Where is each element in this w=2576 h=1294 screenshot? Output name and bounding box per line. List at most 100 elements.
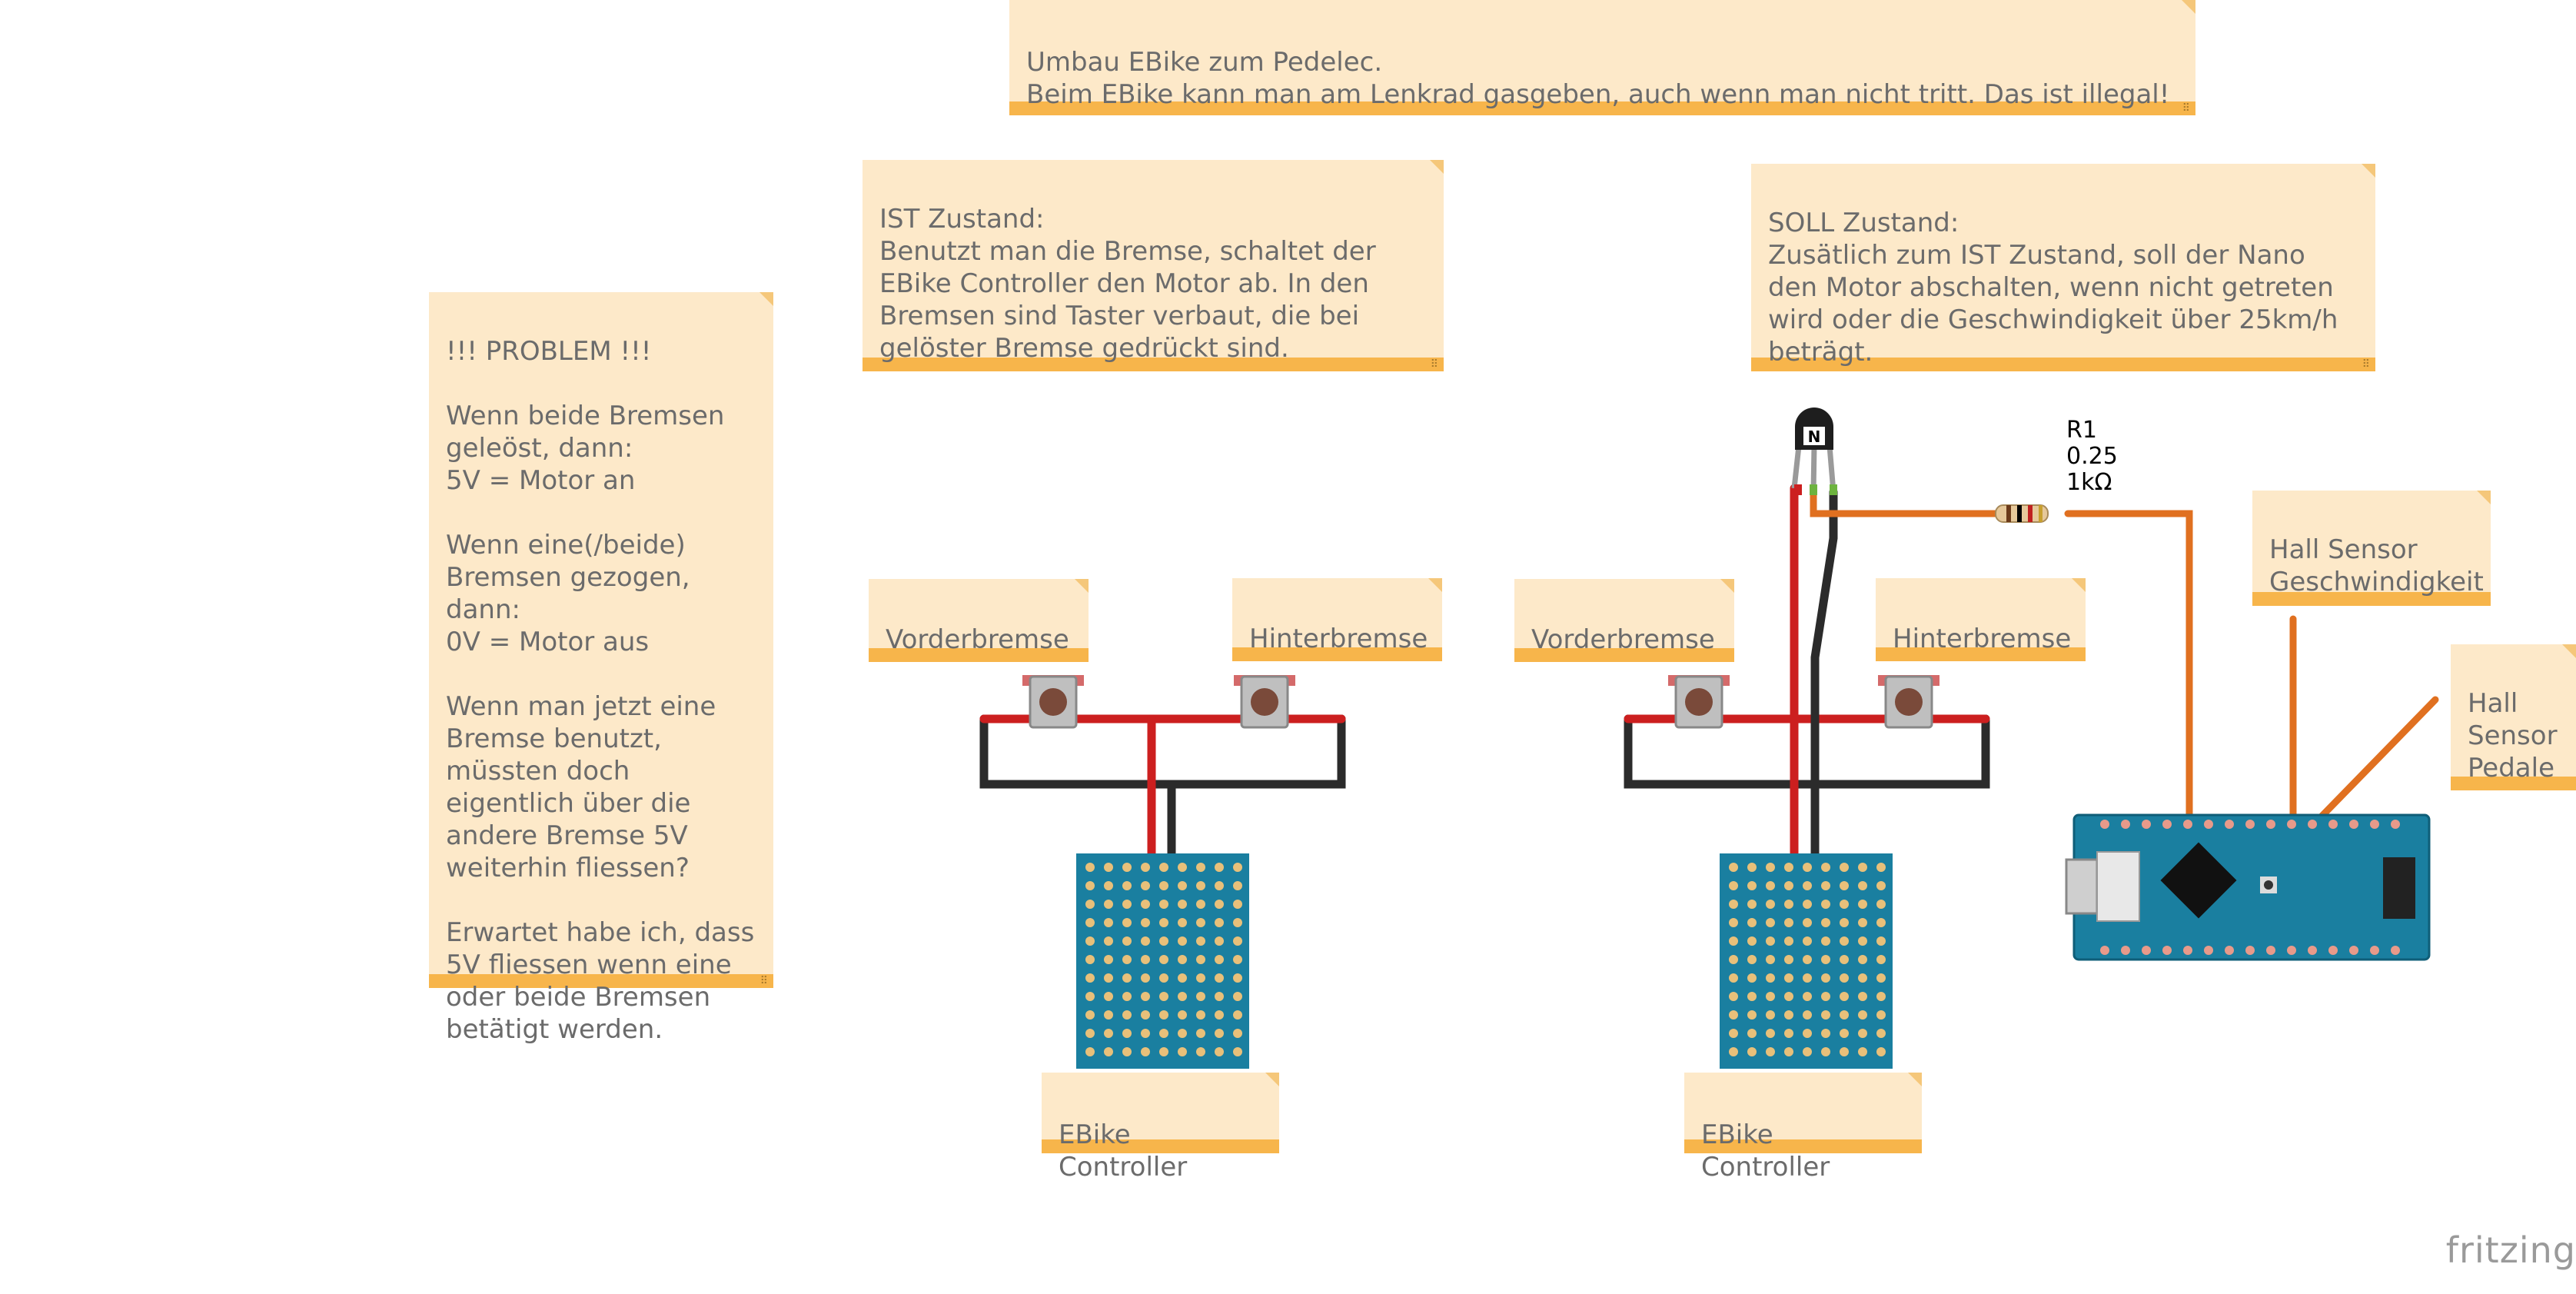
left-rear-button [1234,675,1295,729]
perfboard-hole [1178,863,1187,872]
perfboard-hole [1766,1047,1775,1056]
perfboard-hole [1085,1047,1095,1056]
left-front-button [1022,675,1084,729]
perfboard-hole [1803,863,1812,872]
perfboard-hole [1784,900,1793,909]
nano-pin [2100,820,2109,829]
perfboard-hole [1233,881,1242,890]
perfboard-hole [1215,955,1224,964]
perfboard-hole [1803,1010,1812,1020]
nano-pin [2100,946,2109,955]
perfboard-hole [1159,973,1168,983]
perfboard-hole [1840,992,1849,1001]
perfboard-hole [1196,881,1205,890]
nano-pin [2183,946,2192,955]
note-grip-icon: ⠿ [1430,358,1439,371]
nano-pin [2204,820,2213,829]
perfboard-hole [1141,918,1150,927]
perfboard-hole [1803,955,1812,964]
perfboard-hole [1821,936,1830,946]
perfboard-hole [1196,900,1205,909]
perfboard-hole [1840,973,1849,983]
perfboard-hole [1803,973,1812,983]
nano-pin [2142,946,2151,955]
perfboard-hole [1876,955,1886,964]
label-hinterbremse-right: Hinterbremse [1876,578,2086,661]
perfboard-hole [1876,1047,1886,1056]
perfboard-hole [1784,863,1793,872]
perfboard-hole [1233,918,1242,927]
perfboard-hole [1803,918,1812,927]
right-orange-wire [1810,488,2003,517]
right-front-button [1668,675,1730,729]
perfboard-hole [1729,1029,1738,1038]
perfboard-hole [1215,936,1224,946]
perfboard-hole [1821,955,1830,964]
arduino-nano [2065,813,2431,961]
perfboard-hole [1159,881,1168,890]
right-rear-button [1878,675,1939,729]
perfboard-hole [1141,955,1150,964]
nano-pin [2266,946,2275,955]
perfboard-hole [1196,1010,1205,1020]
perfboard-hole [1233,1010,1242,1020]
perfboard-hole [1141,881,1150,890]
perfboard-hole [1747,955,1757,964]
perfboard-hole [1784,955,1793,964]
perfboard-hole [1821,881,1830,890]
perfboard-hole [1747,900,1757,909]
perfboard-hole [1876,1010,1886,1020]
perfboard-hole [1729,881,1738,890]
perfboard-hole [1766,1010,1775,1020]
perfboard-hole [1821,918,1830,927]
nano-pin [2328,820,2338,829]
perfboard-hole [1159,955,1168,964]
perfboard-hole [1141,936,1150,946]
perfboard-hole [1141,973,1150,983]
perfboard-hole [1196,955,1205,964]
nano-pin [2349,820,2358,829]
perfboard-hole [1122,1029,1132,1038]
perfboard-hole [1858,1010,1867,1020]
nano-pin [2308,946,2317,955]
nano-pin [2287,946,2296,955]
perfboard-hole [1104,955,1113,964]
perfboard-hole [1122,973,1132,983]
label-hinterbremse-left: Hinterbremse [1232,578,1442,661]
perfboard-hole [1141,1029,1150,1038]
note-problem-text: !!! PROBLEM !!! Wenn beide Bremsen geleö… [446,336,755,1045]
note-intro-text: Umbau EBike zum Pedelec. Beim EBike kann… [1026,47,2170,110]
perfboard-hole [1215,973,1224,983]
perfboard-hole [1729,973,1738,983]
perfboard-hole [1840,918,1849,927]
perfboard-hole [1159,900,1168,909]
perfboard-hole [1840,1029,1849,1038]
perfboard-hole [1085,1010,1095,1020]
perfboard-hole [1104,881,1113,890]
perfboard-hole [1766,973,1775,983]
perfboard-hole [1747,918,1757,927]
perfboard-hole [1858,973,1867,983]
nano-pin [2142,820,2151,829]
perfboard-hole [1104,973,1113,983]
perfboard-hole [1233,973,1242,983]
nano-pin [2349,946,2358,955]
perfboard-hole [1747,1029,1757,1038]
perfboard-hole [1840,936,1849,946]
perfboard-hole [1784,881,1793,890]
perfboard-hole [1178,900,1187,909]
perfboard-hole [1085,973,1095,983]
perfboard-hole [1821,900,1830,909]
perfboard-hole [1104,936,1113,946]
perfboard-hole [1122,918,1132,927]
perfboard-hole [1858,992,1867,1001]
perfboard-hole [1747,881,1757,890]
perfboard-hole [1122,1047,1132,1056]
perfboard-hole [1840,900,1849,909]
perfboard-hole [1178,881,1187,890]
perfboard-hole [1858,936,1867,946]
perfboard-hole [1858,918,1867,927]
nano-pin [2225,820,2234,829]
note-soll-text: SOLL Zustand: Zusätlich zum IST Zustand,… [1768,208,2338,368]
perfboard-hole [1122,863,1132,872]
